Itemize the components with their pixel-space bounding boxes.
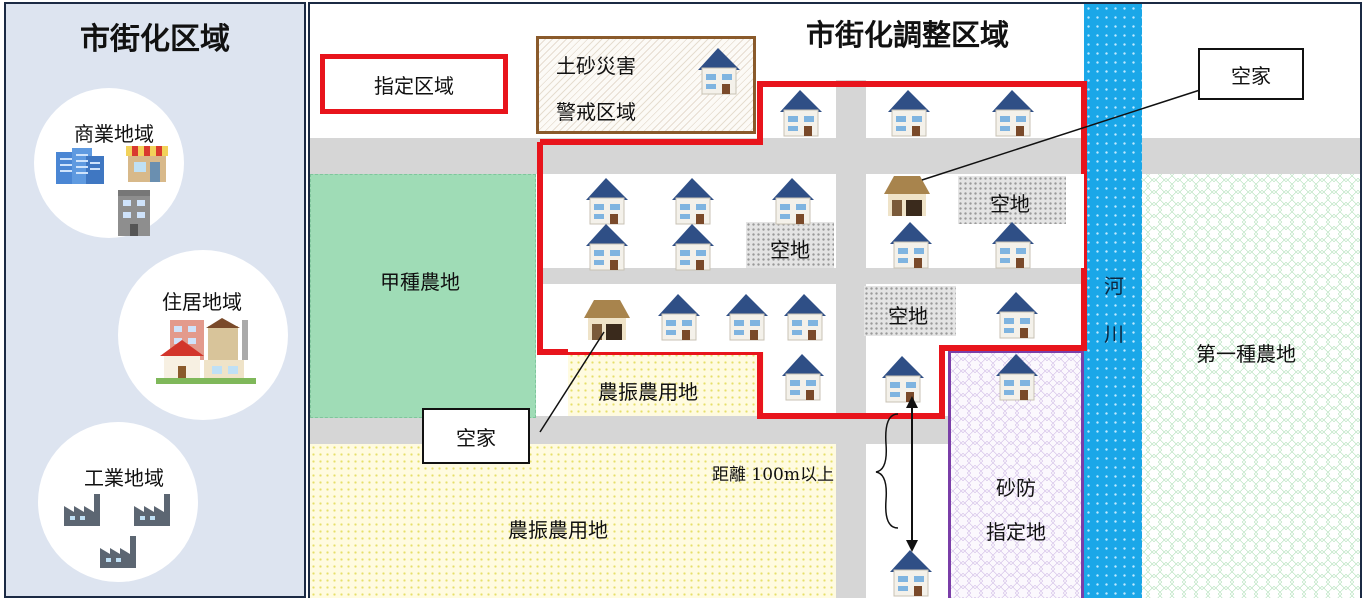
- commercial-zone-circle: 商業地域: [34, 88, 184, 238]
- designated-area-legend-label: 指定区域: [374, 73, 454, 98]
- industrial-zone-label: 工業地域: [84, 466, 164, 490]
- residential-zone-label: 住居地域: [162, 290, 242, 314]
- river-label-char: 川: [1104, 322, 1124, 346]
- agricultural-promotion-label: 農振農用地: [508, 518, 608, 542]
- erosion-control-label: 砂防: [996, 476, 1036, 500]
- shop-icon: [126, 146, 168, 182]
- office-building-icon: [56, 148, 104, 184]
- vacant-lot: [746, 222, 834, 268]
- agricultural-promotion-label-small: 農振農用地: [598, 380, 698, 404]
- road: [540, 268, 1086, 284]
- residential-zone-circle: 住居地域: [118, 250, 288, 420]
- designated-area-legend: 指定区域: [320, 54, 508, 114]
- vacant-lot-label: 空地: [770, 238, 810, 262]
- river: [1084, 4, 1142, 598]
- vacant-house-callout: 空家: [1198, 48, 1304, 100]
- urbanization-control-area-frame: [308, 2, 1362, 598]
- first-class-farmland-label: 第一種農地: [1196, 342, 1296, 366]
- vacant-lot: [958, 176, 1066, 224]
- road: [836, 80, 866, 598]
- factory-icon: [134, 494, 170, 526]
- agricultural-promotion-area-small: [568, 352, 764, 416]
- urbanization-area-title: 市街化区域: [80, 22, 230, 57]
- vacant-house-callout-label: 空家: [1231, 63, 1271, 88]
- class-a-farmland: [310, 174, 536, 418]
- building-icon: [118, 190, 150, 236]
- landslide-warning-label: 警戒区域: [556, 100, 636, 124]
- industrial-zone-circle: 工業地域: [38, 422, 198, 582]
- commercial-zone-label: 商業地域: [74, 122, 154, 146]
- landslide-warning-label: 土砂災害: [556, 54, 636, 78]
- vacant-lot-label: 空地: [990, 192, 1030, 216]
- urbanization-area-panel: 市街化区域 商業地域 住居地域 工業地域: [4, 2, 306, 598]
- class-a-farmland-label: 甲種農地: [380, 270, 460, 294]
- residential-houses-icon: [156, 318, 256, 384]
- factory-icon: [100, 536, 136, 568]
- vacant-house-callout-label: 空家: [456, 425, 496, 450]
- road: [310, 138, 1360, 174]
- vacant-house-callout: 空家: [422, 408, 530, 464]
- river-label-char: 河: [1104, 274, 1124, 298]
- urbanization-control-area-title: 市街化調整区域: [806, 18, 1010, 52]
- agricultural-promotion-area: [310, 444, 836, 598]
- vacant-lot-label: 空地: [888, 304, 928, 328]
- first-class-farmland: [1142, 174, 1360, 598]
- erosion-control-label: 指定地: [986, 520, 1046, 544]
- distance-label: 距離 100m以上: [712, 465, 834, 485]
- vacant-lot: [864, 286, 956, 336]
- factory-icon: [64, 494, 100, 526]
